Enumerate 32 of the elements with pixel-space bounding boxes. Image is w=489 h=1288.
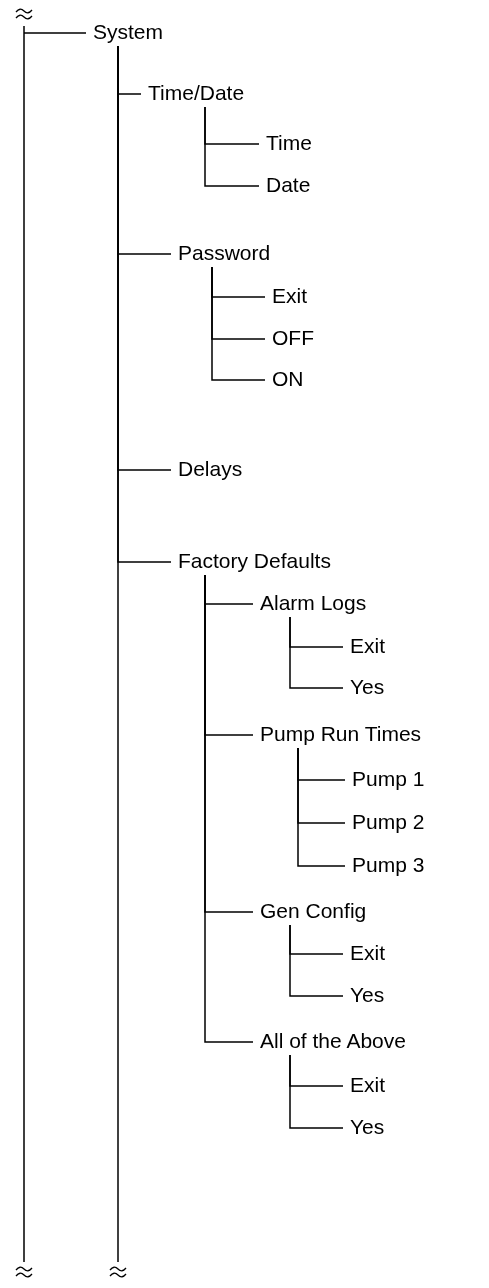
tree-connector: [117, 45, 172, 563]
menu-item-label: Delays: [171, 457, 243, 483]
menu-item-label: Pump 3: [345, 853, 425, 879]
tree-connector: [23, 25, 87, 1263]
tree-connector: [289, 924, 344, 997]
menu-item-label: Alarm Logs: [253, 591, 367, 617]
menu-item-label: ON: [265, 367, 304, 393]
menu-item-label: Date: [259, 173, 311, 199]
tree-connector: [204, 574, 254, 1043]
menu-item-label: Pump Run Times: [253, 722, 422, 748]
menu-item-label: Yes: [343, 675, 385, 701]
menu-item-label: All of the Above: [253, 1029, 406, 1055]
menu-item-label: Time: [259, 131, 312, 157]
menu-item-label: Password: [171, 241, 271, 267]
menu-item-label: Factory Defaults: [171, 549, 331, 575]
menu-item-label: Exit: [343, 941, 385, 967]
menu-item-label: Pump 2: [345, 810, 425, 836]
menu-item-label: Exit: [343, 634, 385, 660]
menu-item-label: System: [86, 20, 163, 46]
tree-connector: [297, 747, 346, 867]
menu-item-label: Yes: [343, 983, 385, 1009]
tree-connector: [211, 266, 266, 381]
menu-item-label: Exit: [265, 284, 307, 310]
menu-item-label: Exit: [343, 1073, 385, 1099]
menu-item-label: Time/Date: [141, 81, 245, 107]
menu-item-label: Pump 1: [345, 767, 425, 793]
menu-item-label: Yes: [343, 1115, 385, 1141]
tree-connector: [204, 106, 260, 187]
menu-item-label: Gen Config: [253, 899, 367, 925]
tree-connector: [289, 616, 344, 689]
menu-item-label: OFF: [265, 326, 314, 352]
tree-connector: [289, 1054, 344, 1129]
